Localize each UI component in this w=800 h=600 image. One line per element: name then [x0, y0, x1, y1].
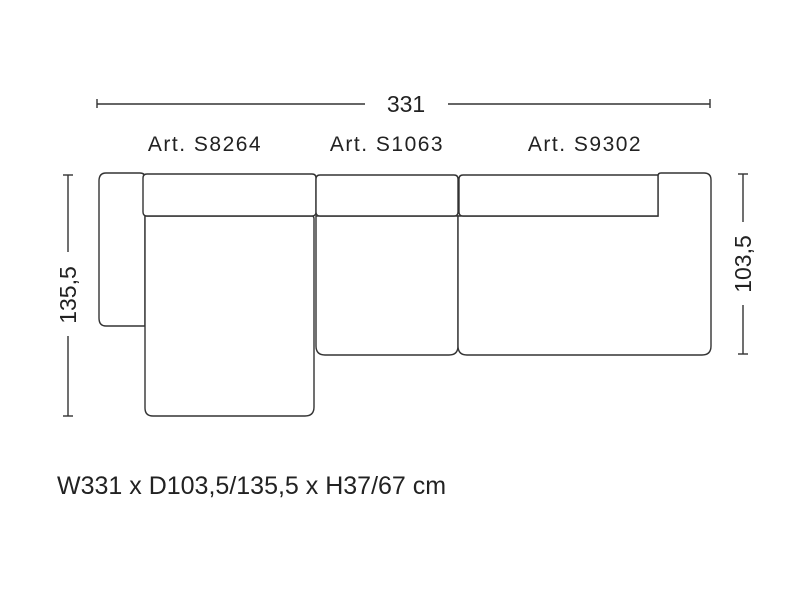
middle-backrest — [315, 174, 459, 217]
right-seat-and-armrest — [457, 172, 712, 356]
chaise-seat — [144, 215, 315, 417]
depth-left-label: 135,5 — [55, 266, 81, 324]
width-label: 331 — [387, 91, 425, 117]
depth-dimension-right: 103,5 — [730, 173, 756, 355]
module-s1063 — [315, 174, 459, 356]
left-armrest — [98, 172, 146, 327]
module-label-s9302: Art. S9302 — [528, 133, 642, 156]
module-s8264 — [98, 172, 317, 417]
right-backrest — [458, 174, 659, 217]
width-dimension: 331 — [96, 91, 711, 117]
depth-dimension-left: 135,5 — [55, 174, 81, 417]
chaise-backrest — [142, 173, 317, 217]
middle-seat — [315, 215, 459, 356]
module-s9302 — [457, 172, 712, 356]
depth-right-label: 103,5 — [730, 235, 756, 293]
dimensions-spec: W331 x D103,5/135,5 x H37/67 cm — [57, 472, 447, 500]
module-label-s8264: Art. S8264 — [148, 133, 262, 156]
module-label-s1063: Art. S1063 — [330, 133, 444, 156]
